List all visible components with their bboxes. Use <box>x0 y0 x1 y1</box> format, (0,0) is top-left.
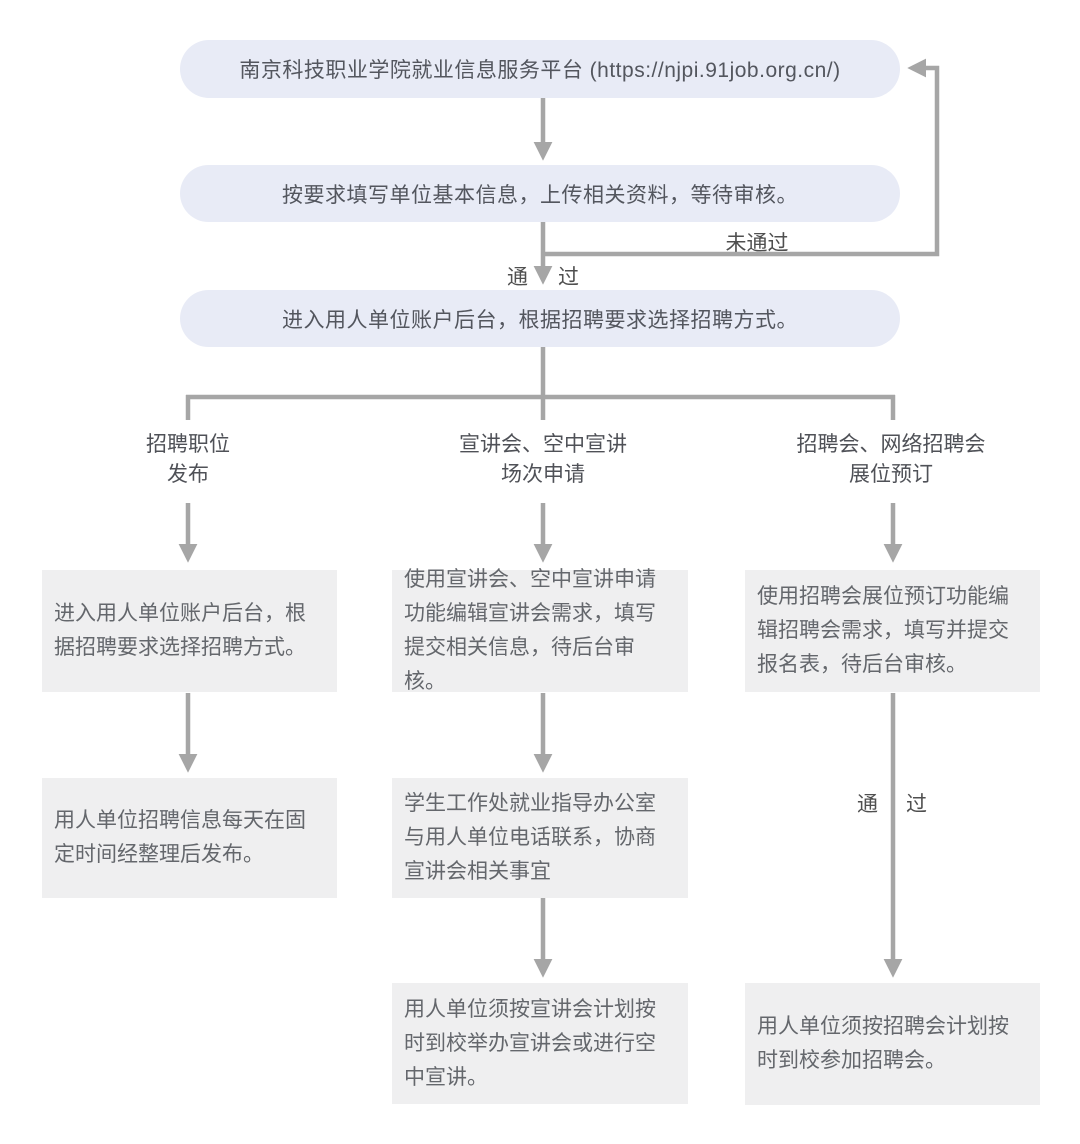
step-box-info-session-3: 用人单位须按宣讲会计划按时到校举办宣讲会或进行空中宣讲。 <box>392 983 688 1104</box>
branch-header-job-fair-line1: 招聘会、网络招聘会 <box>796 433 986 456</box>
label-pass-job-fair: 通 过 <box>857 788 927 818</box>
arrow-fail-loopback-icon <box>543 58 940 257</box>
branch-header-info-session: 宣讲会、空中宣讲 场次申请 <box>413 430 673 490</box>
step-box-job-fair-2: 用人单位须按招聘会计划按时到校参加招聘会。 <box>745 983 1040 1105</box>
node-fill-info: 按要求填写单位基本信息，上传相关资料，等待审核。 <box>180 165 900 222</box>
step-box-info-session-2: 学生工作处就业指导办公室与用人单位电话联系，协商宣讲会相关事宜 <box>392 778 688 898</box>
label-pass-job-fair-left: 通 <box>857 793 878 816</box>
step-box-job-posting-2: 用人单位招聘信息每天在固定时间经整理后发布。 <box>42 778 337 898</box>
step-box-info-session-1: 使用宣讲会、空中宣讲申请功能编辑宣讲会需求，填写提交相关信息，待后台审核。 <box>392 568 688 693</box>
label-pass-left: 通 <box>507 266 528 289</box>
branch-header-job-fair-line2: 展位预订 <box>849 463 933 486</box>
branch-header-job-posting-line1: 招聘职位 <box>146 433 230 456</box>
branch-header-info-session-line2: 场次申请 <box>501 463 585 486</box>
branch-header-job-fair: 招聘会、网络招聘会 展位预订 <box>761 430 1021 490</box>
step-box-job-fair-1: 使用招聘会展位预订功能编辑招聘会需求，填写并提交报名表，待后台审核。 <box>745 570 1040 692</box>
branch-header-job-posting: 招聘职位 发布 <box>58 430 318 490</box>
step-box-job-posting-1: 进入用人单位账户后台，根据招聘要求选择招聘方式。 <box>42 570 337 692</box>
label-fail: 未通过 <box>725 232 789 255</box>
label-pass: 通 过 <box>507 261 579 291</box>
branch-header-job-posting-line2: 发布 <box>167 463 209 486</box>
label-pass-job-fair-right: 过 <box>906 793 927 816</box>
node-platform: 南京科技职业学院就业信息服务平台 (https://njpi.91job.org… <box>180 40 900 98</box>
label-pass-right: 过 <box>558 266 579 289</box>
branch-header-info-session-line1: 宣讲会、空中宣讲 <box>459 433 627 456</box>
node-backend: 进入用人单位账户后台，根据招聘要求选择招聘方式。 <box>180 290 900 347</box>
